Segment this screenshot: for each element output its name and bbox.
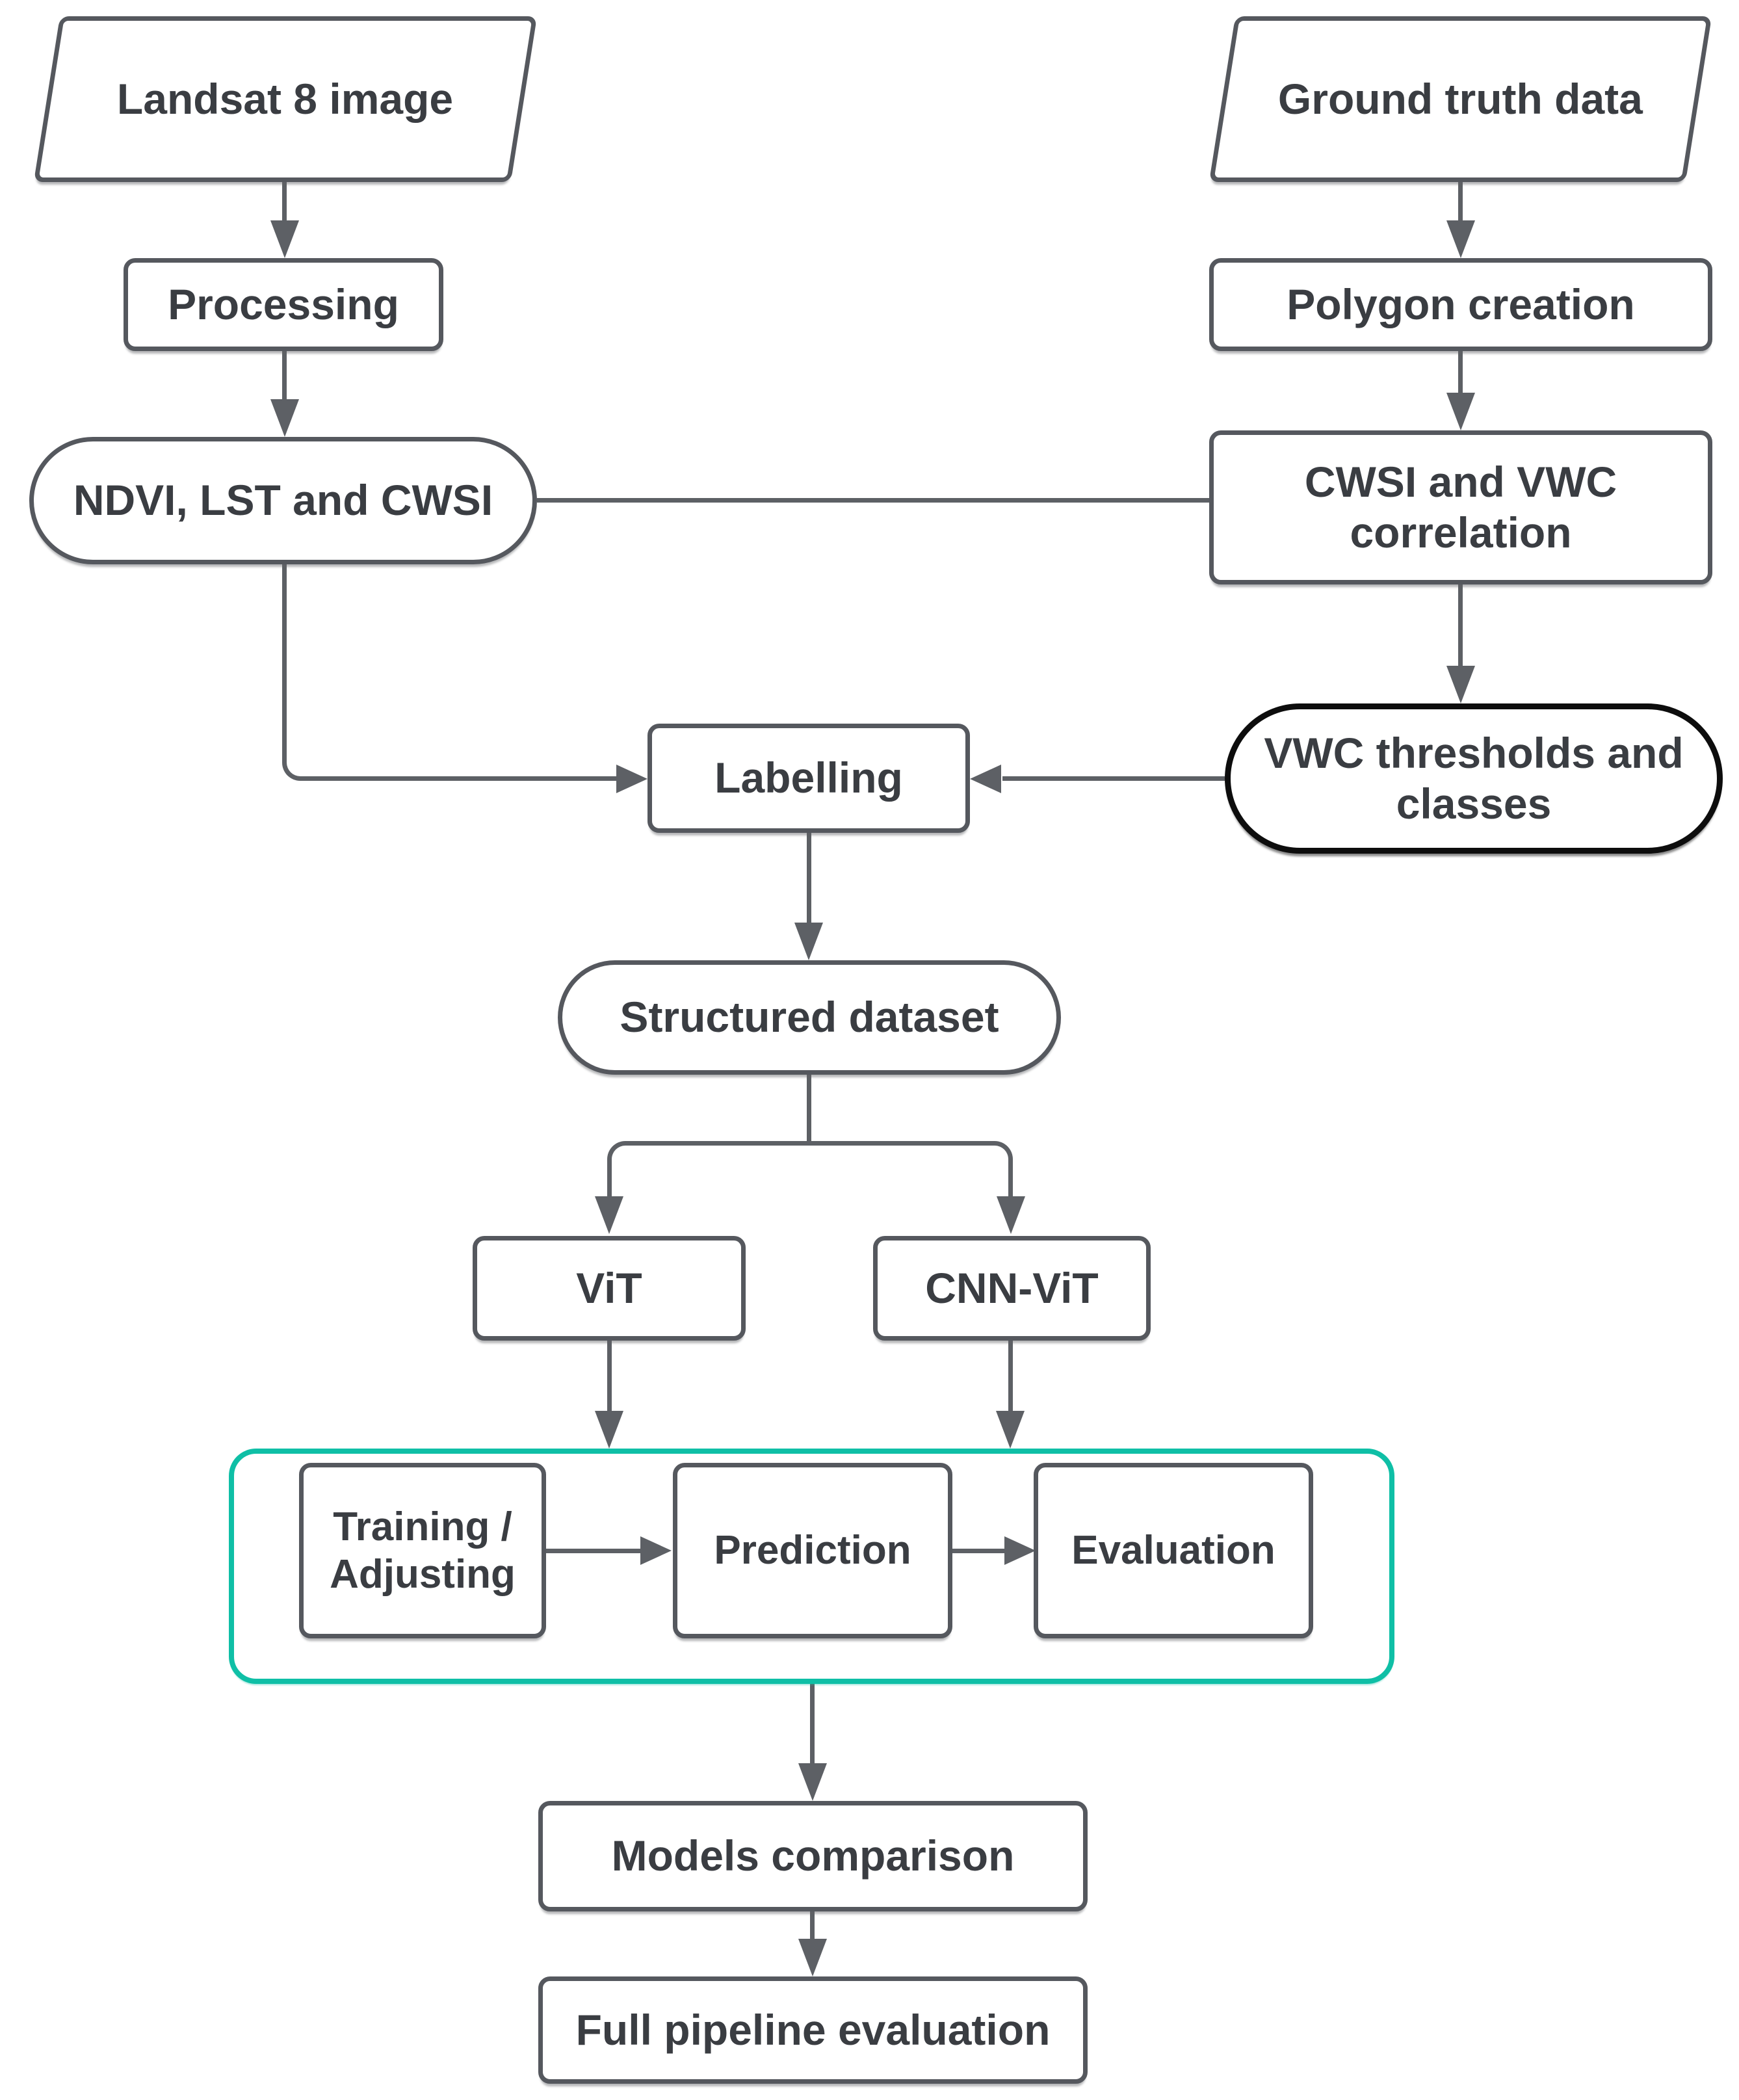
node-label: Polygon creation [1287,280,1635,328]
node-label: Evaluation [1071,1528,1275,1573]
arrowhead-right-icon [1004,1536,1036,1565]
edge-groundtruth-polygon [1458,182,1463,222]
edge-loop-models [810,1684,815,1765]
edge-processing-ndvi [282,351,287,400]
arrowhead-down-icon [794,923,823,960]
edge-cnnvit-loop [1008,1341,1013,1413]
edge-split-left [607,1141,809,1198]
node-label: Labelling [714,754,903,802]
node-cnn-vit: CNN-ViT [873,1236,1151,1341]
arrowhead-down-icon [996,1411,1025,1449]
node-full-pipeline-evaluation: Full pipeline evaluation [538,1976,1088,2084]
arrowhead-down-icon [997,1196,1025,1234]
node-labelling: Labelling [647,724,970,833]
arrowhead-down-icon [798,1939,827,1976]
edge-vit-loop [607,1341,612,1413]
arrowhead-left-icon [970,765,1001,793]
node-label: CNN-ViT [925,1263,1099,1312]
edge-landsat-processing [282,182,287,222]
node-label: Ground truth data [1278,74,1643,123]
node-label: ViT [576,1263,642,1312]
edge-cwsi-vwc [1458,584,1463,667]
edge-ndvi-cwsi [537,498,1209,503]
node-ndvi-lst-cwsi: NDVI, LST and CWSI [29,437,537,564]
node-polygon-creation: Polygon creation [1209,258,1712,351]
edge-ndvi-labelling [282,564,616,781]
arrowhead-down-icon [1446,220,1475,258]
node-prediction: Prediction [673,1463,952,1638]
node-vwc-thresholds-classes: VWC thresholds and classes [1225,703,1723,854]
arrowhead-right-icon [640,1536,672,1565]
edge-split-right [809,1141,1013,1198]
edge-polygon-cwsi [1458,351,1463,394]
node-label: NDVI, LST and CWSI [73,476,493,525]
edge-models-full [810,1911,815,1943]
node-models-comparison: Models comparison [538,1801,1088,1911]
arrowhead-down-icon [595,1411,623,1449]
node-label: Models comparison [611,1831,1015,1880]
node-cwsi-vwc-correlation: CWSI and VWC correlation [1209,430,1712,584]
arrowhead-down-icon [270,399,299,437]
node-processing: Processing [124,258,443,351]
node-landsat-8-image: Landsat 8 image [33,16,538,182]
node-structured-dataset: Structured dataset [558,960,1061,1075]
arrowhead-down-icon [1446,666,1475,703]
edge-labelling-structured [807,833,811,924]
arrowhead-down-icon [1446,393,1475,430]
node-label: Landsat 8 image [117,74,454,123]
node-label: Structured dataset [620,993,999,1042]
arrowhead-down-icon [595,1196,623,1234]
node-vit: ViT [473,1236,746,1341]
node-label: Full pipeline evaluation [575,2005,1051,2054]
node-label: CWSI and VWC correlation [1304,457,1617,557]
node-label: Prediction [714,1528,911,1573]
edge-prediction-evaluation [952,1549,1006,1553]
node-evaluation: Evaluation [1034,1463,1313,1638]
node-label: Training / Adjusting [330,1504,516,1597]
edge-structured-split [807,1075,811,1144]
node-label: VWC thresholds and classes [1264,728,1684,828]
arrowhead-down-icon [798,1763,827,1801]
arrowhead-down-icon [270,220,299,258]
node-training-adjusting: Training / Adjusting [299,1463,546,1638]
node-ground-truth-data: Ground truth data [1209,16,1712,182]
edge-training-prediction [546,1549,642,1553]
edge-vwc-labelling [1002,776,1225,781]
node-label: Processing [168,280,399,328]
arrowhead-right-icon [616,765,647,793]
